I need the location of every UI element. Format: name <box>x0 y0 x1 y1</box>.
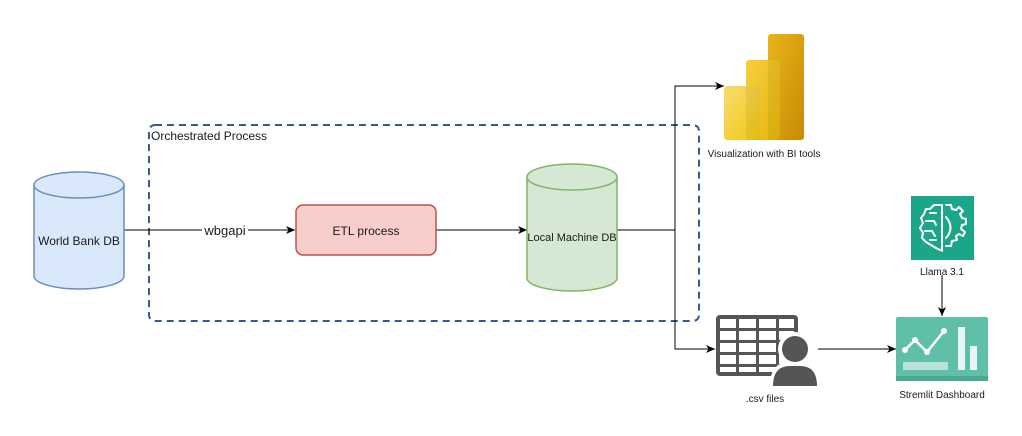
world-bank-db-label: World Bank DB <box>38 234 120 248</box>
edges: wbgapi <box>124 82 946 353</box>
dashboard-icon <box>896 317 988 381</box>
orchestrated-process-group: Orchestrated Process <box>148 124 700 322</box>
edge-label-wbgapi: wbgapi <box>203 223 245 238</box>
brain-gear-icon <box>911 196 974 260</box>
edge-label-bg <box>202 222 248 238</box>
power-bi-icon <box>724 34 804 140</box>
table-user-icon <box>716 315 820 386</box>
dashboard-node[interactable]: Stremlit Dashboard <box>896 317 988 401</box>
csv-files-node[interactable]: .csv files <box>716 315 820 405</box>
bi-tools-label: Visualization with BI tools <box>708 149 821 160</box>
edge-localdb-to-bi <box>616 82 724 231</box>
edge-localdb-to-csv <box>674 230 715 353</box>
local-machine-db-label: Local Machine DB <box>527 232 616 244</box>
etl-process-label: ETL process <box>333 224 400 238</box>
local-machine-db-node[interactable]: Local Machine DB <box>526 163 618 292</box>
world-bank-db-node[interactable]: World Bank DB <box>33 171 125 290</box>
dashboard-label: Stremlit Dashboard <box>899 390 985 401</box>
etl-process-node[interactable]: ETL process <box>295 204 437 256</box>
bi-tools-node[interactable]: Visualization with BI tools <box>708 34 821 160</box>
csv-files-label: .csv files <box>746 394 784 405</box>
group-border <box>148 124 700 322</box>
group-label: Orchestrated Process <box>151 129 267 143</box>
llama-node[interactable]: Llama 3.1 <box>911 196 974 278</box>
llama-label: Llama 3.1 <box>920 267 964 278</box>
